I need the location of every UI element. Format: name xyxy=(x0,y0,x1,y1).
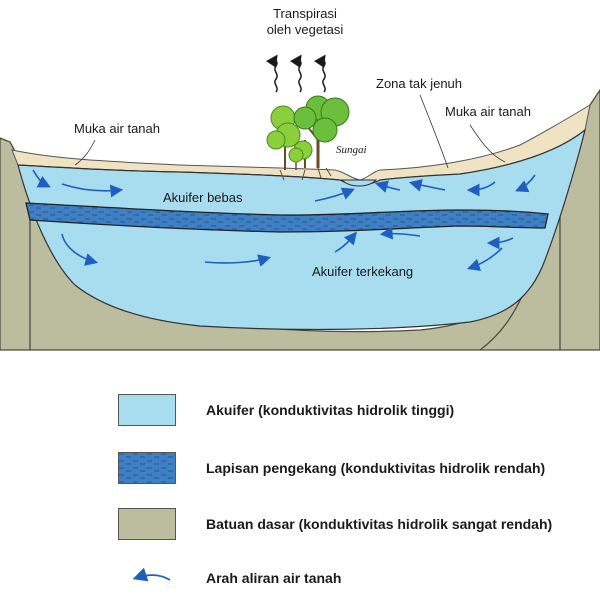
unconfined-aquifer-label: Akuifer bebas xyxy=(163,190,243,205)
flow-arrow xyxy=(379,226,421,240)
legend-label-aquifer: Akuifer (konduktivitas hidrolik tinggi) xyxy=(206,402,455,418)
transpiration-label-line1: Transpirasi xyxy=(273,6,337,21)
flow-arrow xyxy=(61,183,124,198)
confined-aquifer-label: Akuifer terkekang xyxy=(312,264,414,279)
leader-lines xyxy=(74,94,506,169)
water-table-line xyxy=(17,164,341,181)
legend-label-confining-layer: Lapisan pengekang (konduktivitas hidroli… xyxy=(206,460,546,476)
transpiration-arrows xyxy=(266,54,326,93)
unsaturated-zone-label: Zona tak jenuh xyxy=(376,76,463,91)
confining-layer-swatch xyxy=(118,452,176,484)
vegetation xyxy=(266,95,350,181)
flow-arrow xyxy=(334,231,358,253)
flow-arrow xyxy=(32,169,51,188)
flow-arrow-icon xyxy=(132,567,171,582)
legend-label-flow-arrow: Arah aliran air tanah xyxy=(206,570,342,586)
water-table-label-left: Muka air tanah xyxy=(74,121,160,136)
legend-label-bedrock: Batuan dasar (konduktivitas hidrolik san… xyxy=(206,516,553,532)
river xyxy=(340,179,378,187)
aquifer-swatch xyxy=(118,394,176,426)
legend-item-confining-layer: Lapisan pengekang (konduktivitas hidroli… xyxy=(118,452,588,486)
water-table-label-right: Muka air tanah xyxy=(445,104,531,119)
flow-arrow xyxy=(204,254,272,267)
flow-arrows xyxy=(32,169,536,272)
river-label: Sungai xyxy=(336,144,367,156)
legend-item-bedrock: Batuan dasar (konduktivitas hidrolik san… xyxy=(118,508,588,542)
flow-arrow xyxy=(314,187,355,202)
flow-arrow xyxy=(408,179,446,192)
flow-arrow xyxy=(61,233,99,266)
confining-layer xyxy=(25,202,549,233)
flow-arrow xyxy=(466,181,496,197)
transpiration-label-line2: oleh vegetasi xyxy=(266,22,344,37)
legend-item-aquifer: Akuifer (konduktivitas hidrolik tinggi) xyxy=(118,394,588,428)
bedrock-swatch xyxy=(118,508,176,540)
flow-arrow xyxy=(374,180,401,193)
flow-arrow xyxy=(466,247,503,272)
flow-arrow xyxy=(486,236,514,250)
legend-item-flow-arrow: Arah aliran air tanah xyxy=(118,562,588,596)
flow-arrow xyxy=(515,174,536,193)
